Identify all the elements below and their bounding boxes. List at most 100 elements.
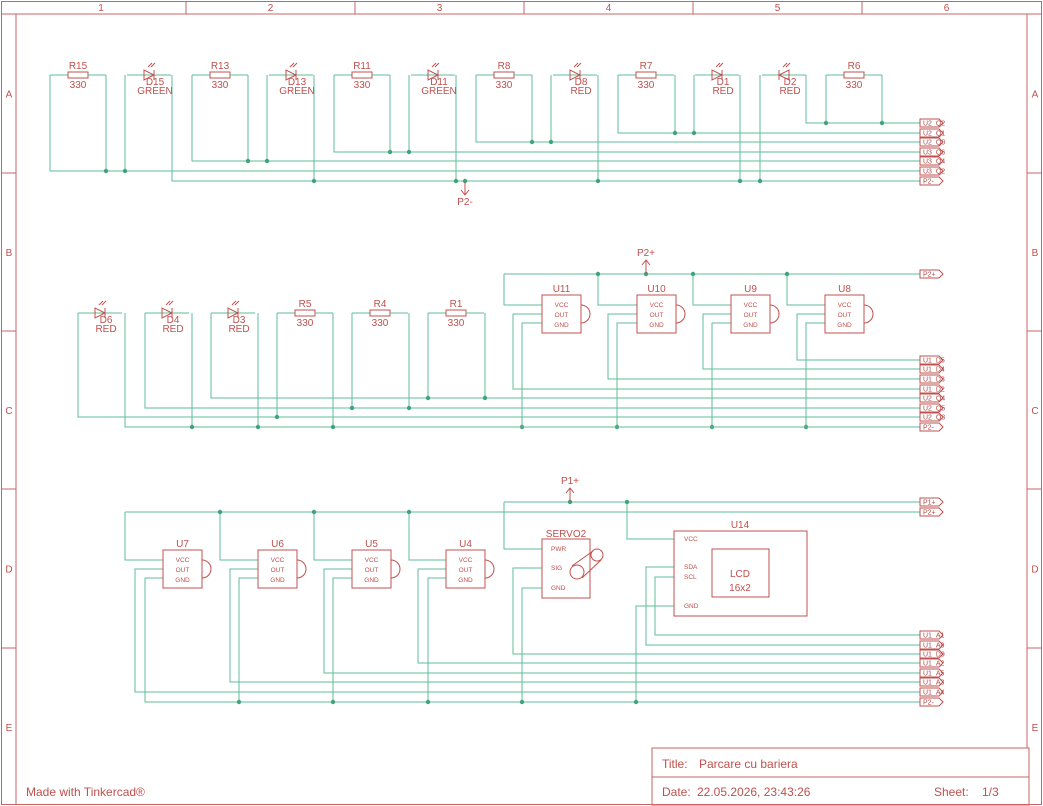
net-flag [919, 176, 944, 186]
led-arrow [715, 62, 721, 68]
junction-dot [737, 178, 743, 184]
net-flag [919, 364, 944, 374]
sensor-pin-gnd: GND [364, 577, 379, 584]
wire [427, 577, 446, 702]
wire [417, 568, 920, 664]
net-flag [919, 697, 944, 707]
junction-dot [330, 424, 336, 430]
net-text: U1_A5 [923, 671, 945, 678]
wire [805, 75, 920, 124]
resistor-body [351, 71, 373, 79]
net-text: U1_A0 [923, 643, 945, 650]
led-color: GREEN [137, 86, 173, 97]
resistor-r7: R7 330 [618, 61, 674, 91]
wires [49, 75, 920, 705]
net-flag [919, 507, 944, 517]
servo-ref: SERVO2 [546, 529, 587, 540]
wire [144, 313, 920, 409]
sensor-pin-vcc: VCC [271, 557, 285, 564]
sensor-ref: U7 [176, 539, 189, 550]
led-triangle [227, 307, 240, 319]
junction-dot [406, 149, 412, 155]
column-label-1: 1 [98, 3, 104, 14]
junction-dot [189, 424, 195, 430]
led-triangle [143, 69, 156, 81]
junction-dot [330, 699, 336, 705]
led-ref: D13 [288, 77, 307, 88]
net-flag [919, 374, 944, 384]
net-u1-a5-d: U1_A5 [919, 668, 945, 678]
net-u2-q1: U2_Q1 [919, 128, 945, 138]
resistor-body [843, 71, 865, 79]
sensor-pin-out: OUT [838, 312, 852, 319]
net-p2-plus-row-d: P2+ [919, 507, 944, 517]
net-text: U2_Q3 [923, 415, 945, 422]
column-label-5: 5 [775, 3, 781, 14]
resistor-ref: R7 [640, 61, 653, 72]
led-arrow [101, 300, 107, 306]
net-u1-a3-d: U1_A3 [919, 677, 945, 687]
led-ref: D15 [146, 77, 165, 88]
lcd-pin-gnd: GND [684, 603, 699, 610]
junction-dot [349, 405, 355, 411]
net-text: U1_A4 [923, 690, 945, 697]
net-flag [919, 355, 944, 365]
net-u2-q4-b: U2_Q4 [919, 393, 945, 403]
net-u1-d3-b: U1_D3 [919, 374, 945, 384]
lcd-pin-vcc: VCC [684, 536, 698, 543]
junction-dot [879, 120, 885, 126]
led-ref: D4 [167, 315, 180, 326]
net-text: P2- [923, 700, 935, 707]
resistor-value: 330 [638, 80, 655, 91]
led-color: RED [779, 86, 800, 97]
lcd-text-line2: 16x2 [729, 583, 751, 594]
resistor-value: 330 [496, 80, 513, 91]
net-text: U1_D5 [923, 358, 945, 365]
net-flag [919, 422, 944, 432]
net-p2--d: P2- [919, 697, 944, 707]
led-ref: D1 [717, 77, 730, 88]
junction-dot [757, 178, 763, 184]
junction-dot [311, 178, 317, 184]
sensor-lens [201, 559, 212, 579]
sensor-pin-gnd: GND [837, 322, 852, 329]
wire [333, 75, 920, 153]
sensor-pin-gnd: GND [554, 322, 569, 329]
led-triangle [569, 69, 582, 81]
row-label-left-B: B [6, 248, 13, 259]
led-color: RED [570, 86, 591, 97]
resistor-body [209, 71, 231, 79]
sensor-pin-gnd: GND [649, 322, 664, 329]
row-label-right-A: A [1032, 90, 1039, 101]
net-text: U1_A2 [923, 661, 945, 668]
junction-dot [406, 405, 412, 411]
sensor-ref: U5 [365, 539, 378, 550]
sensor-ref: U6 [271, 539, 284, 550]
net-flag [919, 118, 944, 128]
net-flag [919, 147, 944, 157]
net-p1-plus-row-d: P1+ [919, 497, 944, 507]
junction-dot [236, 699, 242, 705]
sensor-ref: U4 [459, 539, 472, 550]
sensor-lens [580, 304, 591, 324]
sheet-value: 1/3 [982, 785, 999, 799]
sensor-lens [484, 559, 495, 579]
net-u3-q4: U3_Q4 [919, 156, 945, 166]
wire [503, 502, 542, 550]
junction-dot [406, 509, 412, 515]
wire [124, 313, 920, 428]
net-text: U2_Q1 [923, 131, 945, 138]
resistor-body [369, 309, 391, 317]
wire [229, 568, 920, 683]
